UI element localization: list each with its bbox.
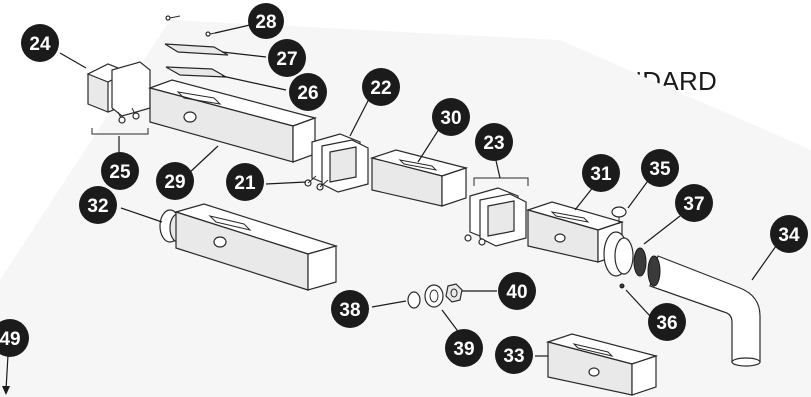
part-36-pin [619, 283, 625, 289]
part-27-plate [164, 43, 229, 56]
callout-35-label: 35 [649, 159, 671, 180]
callout-22: 22 [362, 68, 400, 106]
callout-38-label: 38 [339, 300, 360, 321]
callout-32-label: 32 [87, 196, 108, 217]
callout-28-label: 28 [255, 12, 276, 33]
callout-36: 36 [648, 303, 686, 341]
callout-34: 34 [770, 215, 808, 253]
part-39-washer [424, 284, 444, 308]
part-25-clamp [111, 61, 151, 124]
callout-27: 27 [268, 39, 306, 77]
callout-31: 31 [582, 154, 620, 192]
callout-30: 30 [432, 98, 470, 136]
callout-30-label: 30 [440, 108, 461, 129]
part-38-washer [407, 291, 421, 309]
part-40-nut [445, 283, 463, 303]
callout-31-label: 31 [590, 164, 612, 185]
callout-35: 35 [641, 149, 679, 187]
callout-37-label: 37 [683, 194, 704, 215]
callout-36-label: 36 [656, 313, 677, 334]
callout-38: 38 [331, 290, 369, 328]
callout-39-label: 39 [453, 339, 474, 360]
part-21-screws [304, 175, 329, 191]
callout-23: 23 [475, 123, 513, 161]
callout-24-label: 24 [29, 34, 51, 55]
callout-21: 21 [226, 163, 264, 201]
callout-26: 26 [289, 73, 327, 111]
callout-33-label: 33 [503, 346, 524, 367]
callout-27-label: 27 [276, 49, 297, 70]
callout-34-label: 34 [778, 225, 800, 246]
callout-26-label: 26 [297, 83, 318, 104]
callout-39: 39 [445, 329, 483, 367]
part-33-duct [545, 333, 659, 396]
callout-33: 33 [495, 336, 533, 374]
part-32-duct [159, 203, 339, 291]
callout-23-label: 23 [483, 133, 504, 154]
part-22-coupler [311, 133, 369, 193]
callout-40-label: 40 [506, 282, 527, 303]
callout-28: 28 [248, 3, 284, 39]
part-30-duct [369, 149, 469, 207]
callout-21-label: 21 [234, 173, 256, 194]
part-25-bracket-line [91, 128, 149, 135]
callout-32: 32 [79, 186, 117, 224]
callout-40: 40 [498, 272, 536, 310]
callout-25-label: 25 [109, 162, 131, 183]
callout-29: 29 [156, 162, 194, 200]
callout-25: 25 [101, 152, 139, 190]
part-29-duct [147, 79, 318, 163]
part-23-bracket-line [473, 177, 529, 186]
part-49-leader [5, 354, 9, 391]
part-37-collar [603, 231, 647, 277]
part-23-coupler [464, 187, 527, 247]
part-49-arrowhead [2, 386, 10, 395]
part-35-screw [611, 206, 627, 224]
part-34-elbow [647, 255, 761, 367]
callout-24: 24 [21, 24, 59, 62]
callout-49: 49 [0, 319, 29, 357]
callout-49-label: 49 [0, 329, 21, 350]
callout-22-label: 22 [370, 78, 391, 99]
callout-29-label: 29 [164, 172, 185, 193]
callout-37: 37 [675, 184, 713, 222]
